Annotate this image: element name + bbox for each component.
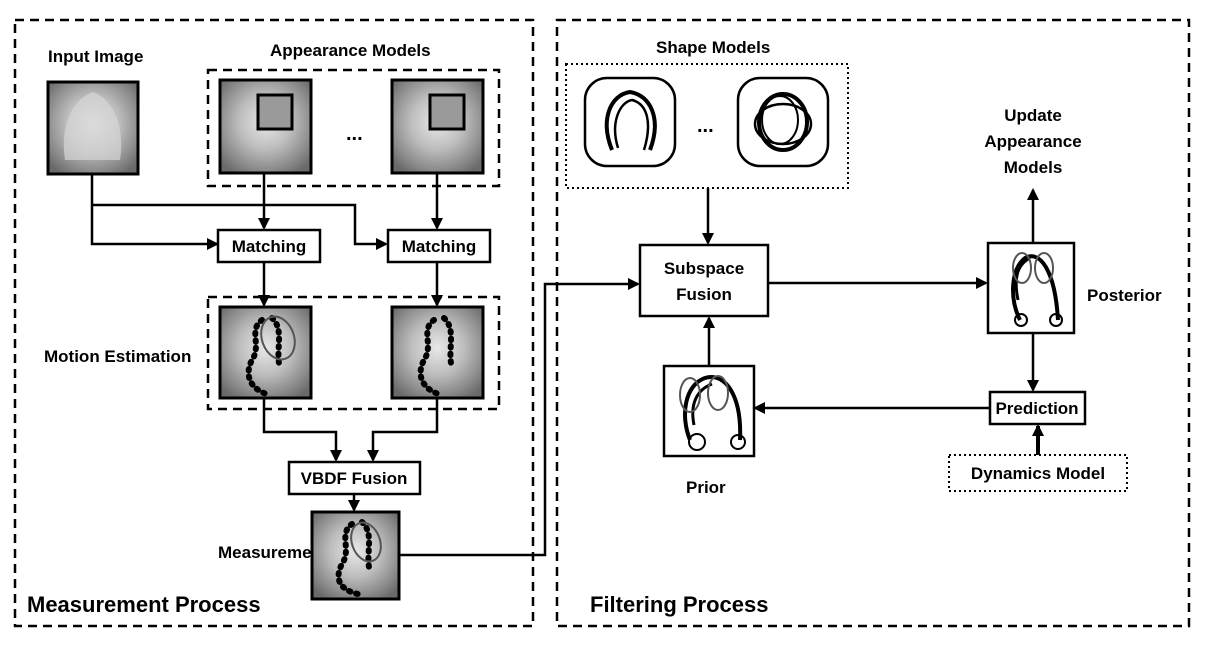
filtering-panel-title: Filtering Process [590, 592, 769, 617]
appearance-models-group [206, 68, 501, 188]
posterior-label: Posterior [1087, 286, 1162, 305]
input-image-thumbnail [46, 80, 140, 176]
filtering-panel [555, 18, 1191, 628]
measurement-panel-title: Measurement Process [27, 592, 261, 617]
prediction-node [988, 390, 1087, 426]
matching-node-2 [386, 228, 492, 264]
matching-node-1-label: Matching [232, 237, 307, 256]
update-label-1: Update [1004, 106, 1062, 125]
appearance-ellipsis: ... [346, 123, 363, 145]
motion-estimation-group [206, 295, 501, 411]
input-image-label: Input Image [48, 47, 143, 66]
prior-label: Prior [686, 478, 726, 497]
vbdf-fusion-node [287, 460, 422, 496]
shape-models-ellipsis: ... [697, 115, 714, 137]
update-label-2: Appearance [984, 132, 1081, 151]
edge-motion2-to-vbdf [367, 398, 439, 462]
dynamics-model-label: Dynamics Model [971, 464, 1105, 483]
subspace-fusion-label-1: Subspace [664, 259, 744, 278]
measurement-label: Measurement [218, 543, 328, 562]
vbdf-fusion-label: VBDF Fusion [301, 469, 408, 488]
measurement-thumbnail [310, 510, 401, 601]
prediction-label: Prediction [995, 399, 1078, 418]
motion-estimation-label: Motion Estimation [44, 347, 191, 366]
matching-node-1 [216, 228, 322, 264]
edge-measurement-to-subspace-fusion [399, 278, 640, 557]
posterior-shape [986, 241, 1076, 335]
update-label-3: Models [1004, 158, 1063, 177]
shape-model-1 [583, 76, 677, 168]
edge-input-to-matching2 [92, 203, 388, 250]
matching-node-2-label: Matching [402, 237, 477, 256]
appearance-models-label: Appearance Models [270, 41, 431, 60]
measurement-panel [13, 18, 535, 628]
prior-shape [662, 364, 756, 458]
appearance-model-thumbnail-1 [218, 78, 313, 175]
subspace-fusion-node [638, 243, 770, 318]
edge-motion1-to-vbdf [262, 398, 342, 462]
edge-input-to-matching1 [90, 175, 219, 250]
shape-models-label: Shape Models [656, 38, 770, 57]
shape-model-2 [736, 76, 830, 168]
motion-estimation-thumbnail-1 [218, 305, 313, 400]
dynamics-model-node [948, 454, 1128, 492]
motion-estimation-thumbnail-2 [390, 305, 485, 400]
subspace-fusion-label-2: Fusion [676, 285, 732, 304]
appearance-model-thumbnail-2 [390, 78, 485, 175]
